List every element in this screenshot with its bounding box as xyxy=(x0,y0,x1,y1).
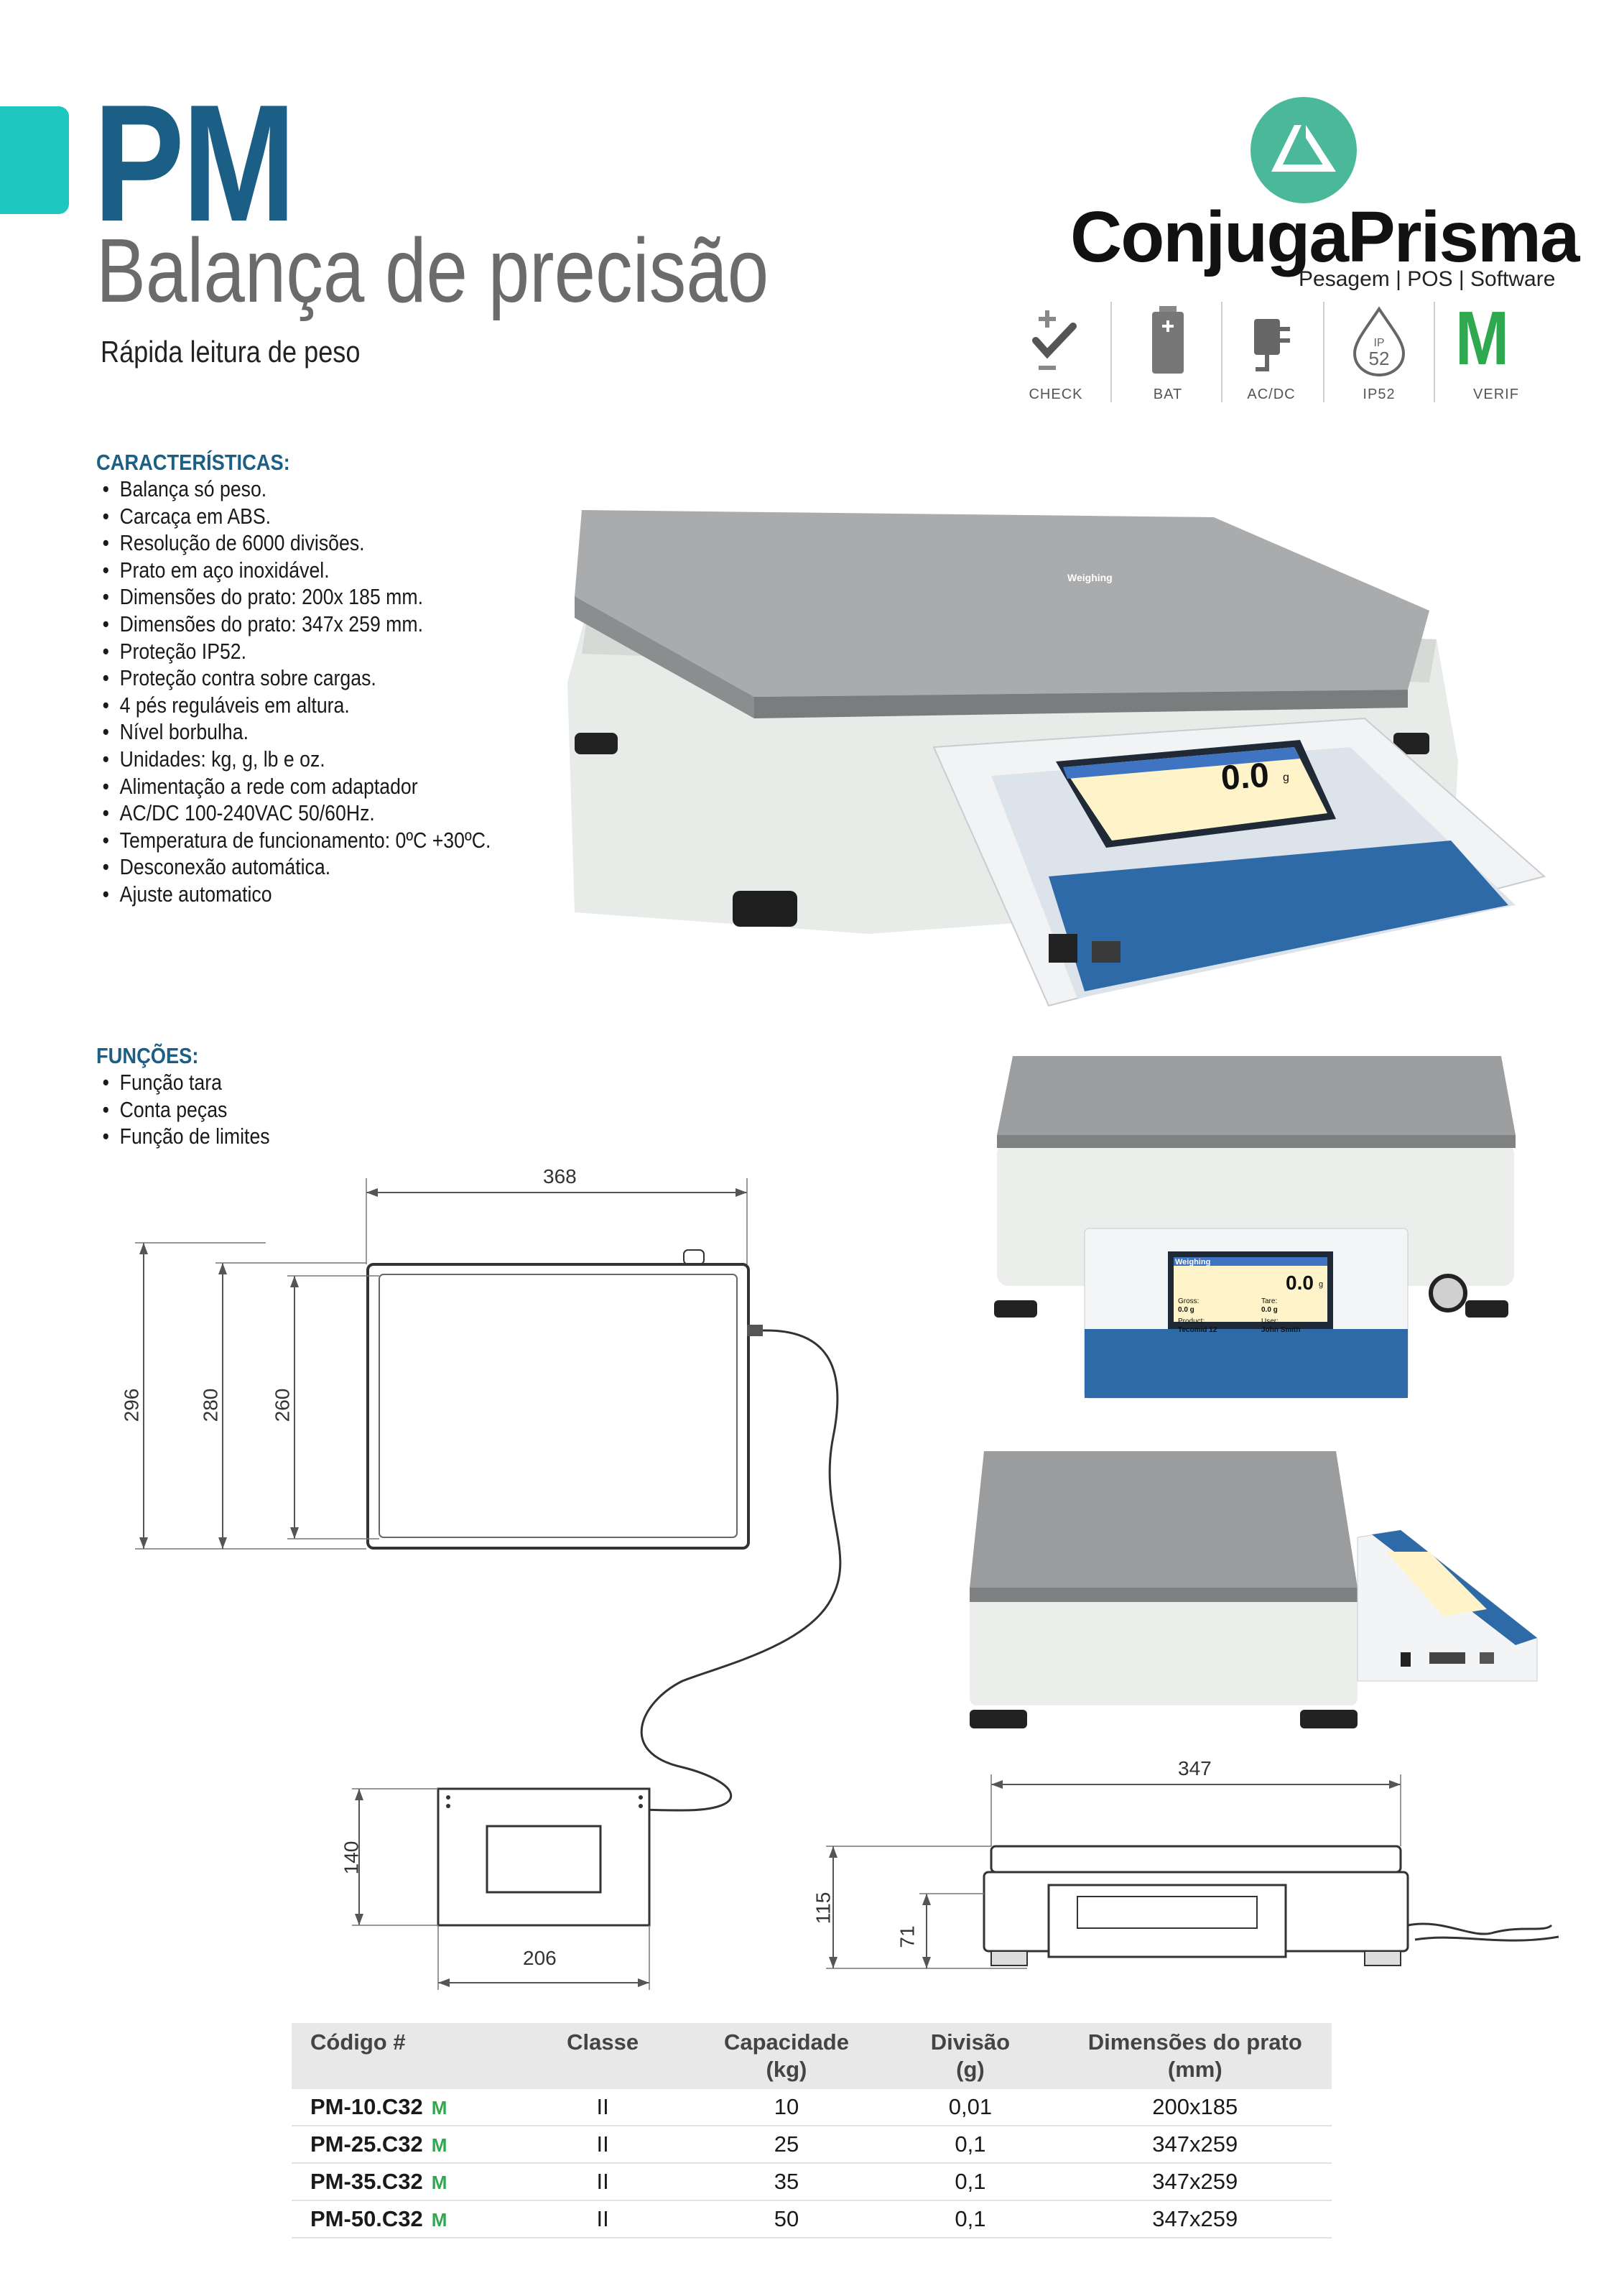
icon-separator xyxy=(1110,302,1112,402)
product-photo-front xyxy=(994,1056,1516,1399)
dim-side-height-total: 115 xyxy=(812,1892,835,1925)
ip-text: IP xyxy=(1373,337,1384,349)
display-reading: 0.0 xyxy=(1220,756,1271,798)
list-item: Proteção IP52. xyxy=(96,638,491,665)
section-title-caracteristicas: CARACTERÍSTICAS: xyxy=(96,450,290,475)
list-item: Dimensões do prato: 347x 259 mm. xyxy=(96,611,491,638)
icon-label-verif: VERIF xyxy=(1473,386,1519,402)
dim-left-260: 260 xyxy=(271,1388,294,1422)
side-view-drawing xyxy=(826,1774,1559,1969)
display-mode-front: Weighing xyxy=(1175,1258,1211,1267)
dim-side-height-body: 71 xyxy=(896,1925,919,1948)
top-view-drawing xyxy=(135,1178,842,1911)
icon-label-check: CHECK xyxy=(1029,386,1083,402)
list-item: Função de limites xyxy=(96,1123,270,1150)
col-header-divisao: Divisão(g) xyxy=(882,2023,1059,2089)
col-header-capacidade: Capacidade(kg) xyxy=(690,2023,883,2089)
battery-icon xyxy=(1152,306,1184,374)
accent-bar xyxy=(0,106,69,214)
col-header-codigo: Código # xyxy=(292,2023,515,2089)
dim-left-296: 296 xyxy=(120,1388,143,1422)
list-item: Dimensões do prato: 200x 185 mm. xyxy=(96,583,491,611)
ip52-number: 52 xyxy=(1369,348,1390,369)
display-product-label: Product: xyxy=(1178,1318,1205,1325)
col-header-classe: Classe xyxy=(514,2023,691,2089)
display-mode: Weighing xyxy=(1067,572,1113,583)
icon-label-ip52: IP52 xyxy=(1363,386,1396,402)
display-unit: g xyxy=(1283,772,1289,784)
power-adapter-icon xyxy=(1254,319,1290,371)
list-item: Proteção contra sobre cargas. xyxy=(96,665,491,692)
dim-terminal-height: 140 xyxy=(340,1841,363,1875)
check-icon xyxy=(1032,310,1077,370)
list-item: Unidades: kg, g, lb e oz. xyxy=(96,746,491,773)
dim-top-width: 368 xyxy=(543,1165,577,1187)
list-item: Temperatura de funcionamento: 0ºC +30ºC. xyxy=(96,827,491,854)
brand-name: ConjugaPrisma xyxy=(1070,197,1579,277)
dim-terminal-width: 206 xyxy=(523,1947,557,1969)
display-reading-front: 0.0 xyxy=(1286,1272,1314,1294)
list-item: Resolução de 6000 divisões. xyxy=(96,529,491,557)
dim-left-280: 280 xyxy=(199,1388,222,1422)
list-item: Alimentação a rede com adaptador xyxy=(96,773,491,800)
icon-label-battery: BAT xyxy=(1153,386,1183,402)
verification-mark: M xyxy=(431,2209,447,2231)
list-item: Desconexão automática. xyxy=(96,853,491,881)
product-photo-main xyxy=(567,510,1546,1007)
spec-table: Código # Classe Capacidade(kg) Divisão(g… xyxy=(292,2023,1332,2238)
dim-side-width: 347 xyxy=(1178,1757,1212,1779)
terminal-drawing xyxy=(352,1787,651,1990)
ip52-drop-icon: IP 52 xyxy=(1352,306,1406,376)
display-gross-value: 0.0 g xyxy=(1178,1306,1194,1314)
features-list: Balança só peso. Carcaça em ABS. Resoluç… xyxy=(96,476,555,908)
display-gross-label: Gross: xyxy=(1178,1297,1200,1305)
brand-logo-icon xyxy=(1251,97,1357,203)
icon-separator xyxy=(1434,302,1435,402)
table-header-row: Código # Classe Capacidade(kg) Divisão(g… xyxy=(292,2023,1332,2089)
verification-m-icon: M xyxy=(1455,296,1510,381)
list-item: Balança só peso. xyxy=(96,476,491,503)
icon-separator xyxy=(1323,302,1324,402)
display-tare-value: 0.0 g xyxy=(1261,1306,1278,1314)
verification-mark: M xyxy=(431,2097,447,2119)
section-title-funcoes: FUNÇÕES: xyxy=(96,1043,199,1068)
list-item: Conta peças xyxy=(96,1096,270,1124)
verification-mark: M xyxy=(431,2134,447,2156)
list-item: Prato em aço inoxidável. xyxy=(96,557,491,584)
list-item: 4 pés reguláveis em altura. xyxy=(96,692,491,719)
tagline: Rápida leitura de peso xyxy=(101,335,361,369)
icon-separator xyxy=(1221,302,1222,402)
display-user-value: John Smith xyxy=(1261,1326,1301,1334)
verification-mark: M xyxy=(431,2172,447,2193)
list-item: Nível borbulha. xyxy=(96,718,491,746)
product-photo-side xyxy=(970,1451,1538,1728)
list-item: AC/DC 100-240VAC 50/60Hz. xyxy=(96,800,491,827)
list-item: Carcaça em ABS. xyxy=(96,503,491,530)
model-title: PM xyxy=(93,70,296,256)
brand-tagline: Pesagem | POS | Software xyxy=(1299,267,1556,291)
list-item: Função tara xyxy=(96,1069,270,1096)
display-tare-label: Tare: xyxy=(1261,1297,1278,1305)
display-user-label: User: xyxy=(1261,1318,1279,1325)
display-product-value: Tecomid 12 xyxy=(1178,1326,1217,1334)
col-header-dimensoes: Dimensões do prato(mm) xyxy=(1058,2023,1332,2089)
icon-label-acdc: AC/DC xyxy=(1247,386,1296,402)
display-unit-front: g xyxy=(1319,1280,1324,1289)
list-item: Ajuste automatico xyxy=(96,881,491,908)
page-subtitle: Balança de precisão xyxy=(96,220,769,321)
functions-list: Função tara Conta peças Função de limite… xyxy=(96,1069,298,1150)
